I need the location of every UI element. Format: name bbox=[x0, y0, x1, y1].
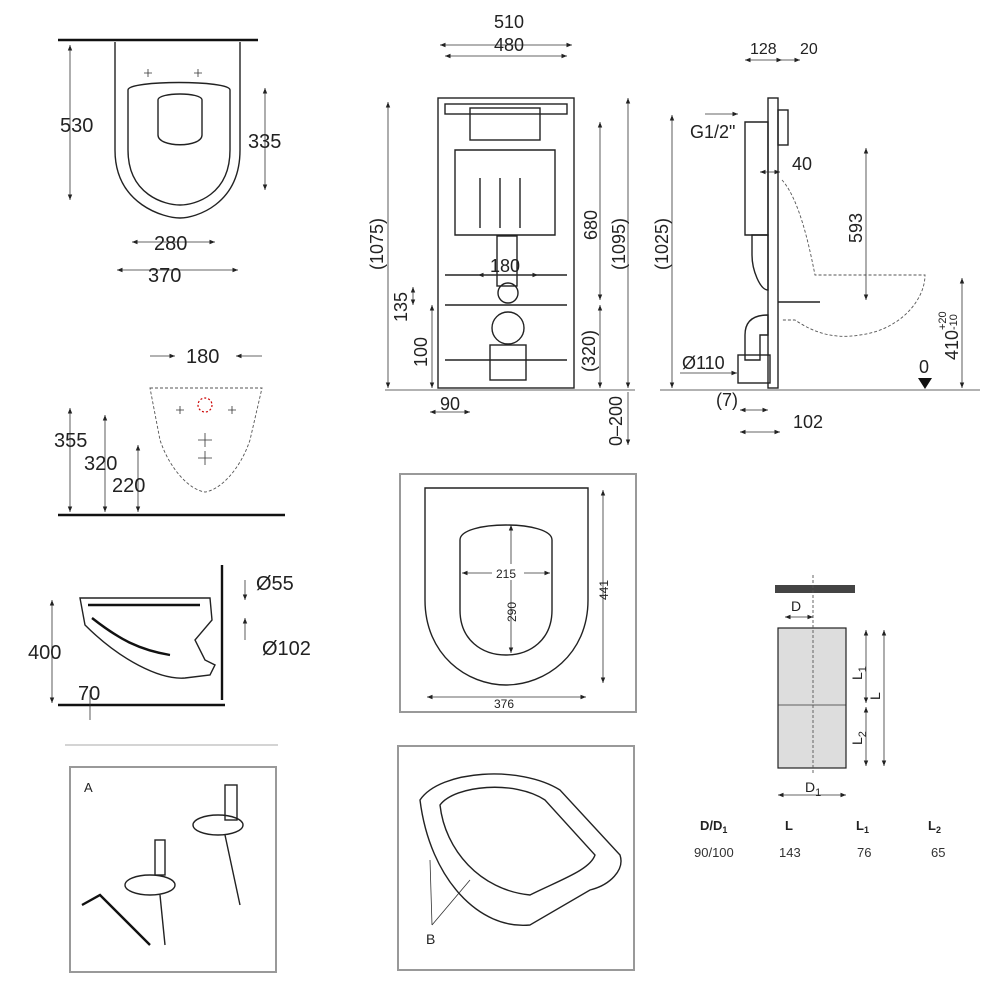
dim-inner-width: 280 bbox=[154, 233, 187, 255]
dim-1075: (1075) bbox=[367, 218, 387, 270]
table-value-l1: 76 bbox=[857, 845, 871, 860]
table-header-d: D/D1 bbox=[700, 818, 727, 835]
toilet-side-view: Ø55 Ø102 400 70 bbox=[28, 565, 311, 720]
seat-top-view: 215 290 441 376 bbox=[399, 473, 637, 713]
dim-90: 90 bbox=[440, 394, 460, 414]
dim-215: 215 bbox=[496, 567, 516, 581]
pipe-dimension-table: D/D1 L L1 L2 90/100 143 76 65 bbox=[694, 818, 945, 860]
dim-adjust: 0–200 bbox=[606, 396, 626, 446]
dim-480: 480 bbox=[494, 35, 524, 55]
dim-dia-102: Ø102 bbox=[262, 638, 311, 660]
dim-290: 290 bbox=[505, 602, 519, 622]
dim-1095: (1095) bbox=[609, 218, 629, 270]
frame-front-view: 510 480 (1075) 680 (1095) 180 135 100 (3… bbox=[367, 12, 635, 446]
dim-bolt-spacing: 180 bbox=[490, 256, 520, 276]
table-value-l: 143 bbox=[779, 845, 801, 860]
label-a: A bbox=[84, 780, 93, 795]
dim-135: 135 bbox=[391, 292, 411, 322]
dim-hole-spacing: 180 bbox=[186, 346, 219, 368]
table-header-l: L bbox=[785, 818, 793, 833]
dim-128: 128 bbox=[750, 41, 777, 58]
dim-seat-depth: 335 bbox=[248, 131, 281, 153]
dim-70: 70 bbox=[78, 683, 100, 705]
pipe-d-label: D bbox=[791, 598, 801, 614]
dim-376: 376 bbox=[494, 697, 514, 711]
dim-410: 410 bbox=[942, 330, 962, 360]
toilet-top-view: 530 335 280 370 bbox=[58, 38, 281, 287]
dim-510: 510 bbox=[494, 12, 524, 32]
dim-102: 102 bbox=[793, 412, 823, 432]
dim-220: 220 bbox=[112, 475, 145, 497]
tolerance-minus: -10 bbox=[948, 314, 960, 330]
dim-7: (7) bbox=[716, 390, 738, 410]
table-value-l2: 65 bbox=[931, 845, 945, 860]
toilet-rear-view: 180 355 320 220 bbox=[54, 346, 285, 517]
drain-pipe-illustration: D D1 L1 L L2 bbox=[775, 575, 887, 799]
dim-100: 100 bbox=[411, 337, 431, 367]
label-inlet: G1/2" bbox=[690, 122, 735, 142]
table-header-l2: L2 bbox=[928, 818, 941, 835]
dim-depth: 530 bbox=[60, 115, 93, 137]
tolerance-plus: +20 bbox=[937, 311, 949, 330]
table-header-l1: L1 bbox=[856, 818, 869, 835]
table-value-d: 90/100 bbox=[694, 845, 734, 860]
dim-1025: (1025) bbox=[652, 218, 672, 270]
dim-40: 40 bbox=[792, 154, 812, 174]
pipe-l1-label: L1 bbox=[849, 666, 869, 680]
dim-height-400: 400 bbox=[28, 642, 61, 664]
hinge-kit-illustration: A bbox=[69, 766, 277, 973]
seat-3d-illustration: B bbox=[397, 745, 635, 971]
dim-drain: Ø110 bbox=[682, 353, 725, 373]
dim-441: 441 bbox=[597, 580, 611, 600]
pipe-l-label: L bbox=[867, 692, 883, 700]
dim-dia-55: Ø55 bbox=[256, 573, 294, 595]
pipe-l2-label: L2 bbox=[849, 731, 869, 745]
label-b: B bbox=[426, 931, 435, 947]
dim-width: 370 bbox=[148, 265, 181, 287]
dim-593: 593 bbox=[846, 213, 866, 243]
dim-680: 680 bbox=[581, 210, 601, 240]
frame-side-view: 128 20 G1/2" 40 593 (1025) 410 +20 -10 0… bbox=[652, 41, 980, 435]
dim-320: 320 bbox=[84, 453, 117, 475]
zero-level-marker-icon bbox=[918, 378, 932, 389]
dim-320: (320) bbox=[579, 330, 599, 372]
dim-20: 20 bbox=[800, 41, 818, 58]
pipe-d1-label: D1 bbox=[805, 779, 821, 799]
label-zero: 0 bbox=[919, 357, 929, 377]
dim-355: 355 bbox=[54, 430, 87, 452]
